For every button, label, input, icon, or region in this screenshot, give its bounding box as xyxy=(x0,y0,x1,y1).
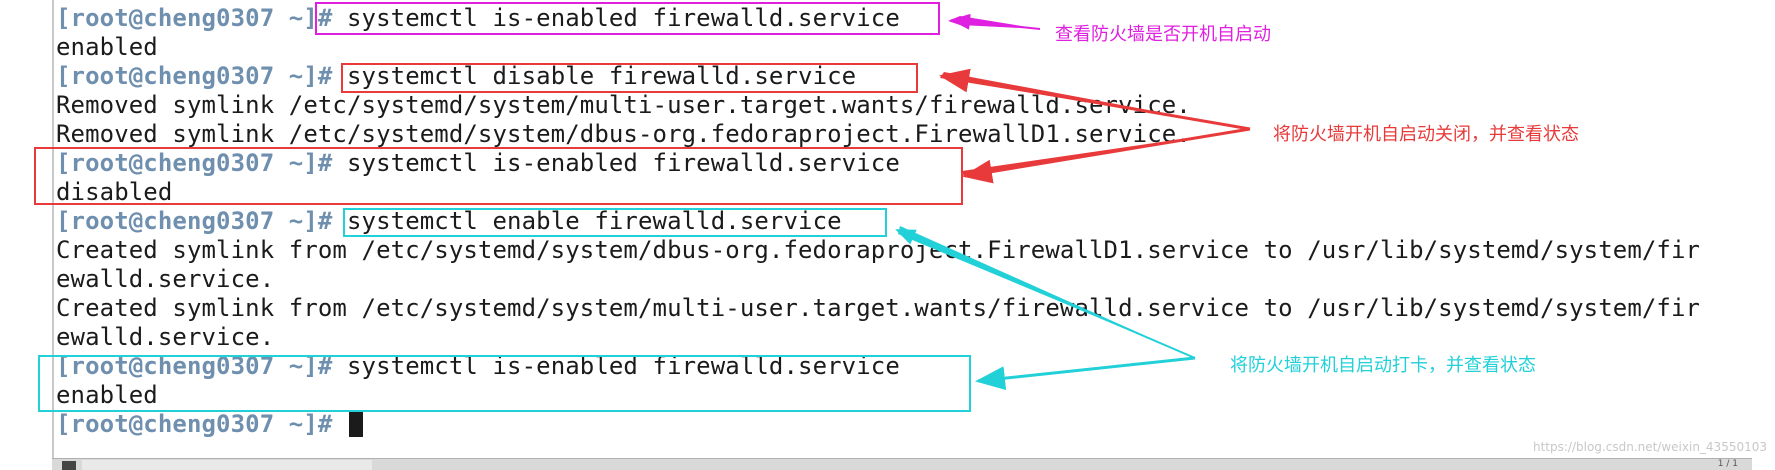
page-indicator: 1 / 1 xyxy=(1717,459,1738,469)
command-line: [root@cheng0307 ~]# systemctl is-enabled… xyxy=(56,4,900,33)
shell-prompt: [root@cheng0307 ~]# xyxy=(56,149,333,177)
text-cursor xyxy=(349,411,363,437)
highlight-box-enable-command xyxy=(343,208,887,237)
highlight-box-disabled-status xyxy=(34,147,963,205)
output-line: Removed symlink /etc/systemd/system/mult… xyxy=(56,91,1191,119)
terminal-statusbar: 1 / 1 xyxy=(52,458,1752,470)
shell-prompt: [root@cheng0307 ~]# xyxy=(56,62,333,90)
command-line: [root@cheng0307 ~]# systemctl is-enabled… xyxy=(56,149,900,178)
output-line: enabled xyxy=(56,381,158,409)
annotation-enable-autostart: 将防火墙开机自启动打卡，并查看状态 xyxy=(1230,355,1536,376)
highlight-box-check-command xyxy=(315,2,940,35)
output-line: enabled xyxy=(56,33,158,61)
prompt-line: [root@cheng0307 ~]# xyxy=(56,410,363,439)
output-line: disabled xyxy=(56,178,173,206)
command-line: [root@cheng0307 ~]# systemctl enable fir… xyxy=(56,207,842,236)
arrow-enabled-status xyxy=(975,356,1196,391)
command-text: systemctl is-enabled firewalld.service xyxy=(347,4,900,32)
shell-prompt: [root@cheng0307 ~]# xyxy=(56,4,333,32)
command-text: systemctl disable firewalld.service xyxy=(347,62,857,90)
highlight-box-enabled-status xyxy=(38,355,971,412)
output-line: Created symlink from /etc/systemd/system… xyxy=(56,236,1701,264)
output-line: Removed symlink /etc/systemd/system/dbus… xyxy=(56,120,1191,148)
output-line: ewalld.service. xyxy=(56,323,275,351)
highlight-box-disable-command xyxy=(341,63,918,93)
command-line: [root@cheng0307 ~]# systemctl disable fi… xyxy=(56,62,856,91)
watermark: https://blog.csdn.net/weixin_43550103 xyxy=(1532,440,1767,454)
annotation-disable-autostart: 将防火墙开机自启动关闭，并查看状态 xyxy=(1273,124,1579,145)
annotation-check-autostart: 查看防火墙是否开机自启动 xyxy=(1055,24,1271,45)
command-text: systemctl enable firewalld.service xyxy=(347,207,842,235)
terminal-tab[interactable] xyxy=(82,460,372,470)
shell-prompt: [root@cheng0307 ~]# xyxy=(56,207,333,235)
output-line: ewalld.service. xyxy=(56,265,275,293)
shell-prompt: [root@cheng0307 ~]# xyxy=(56,410,333,438)
terminal-icon xyxy=(62,461,76,470)
command-text: systemctl is-enabled firewalld.service xyxy=(347,149,900,177)
